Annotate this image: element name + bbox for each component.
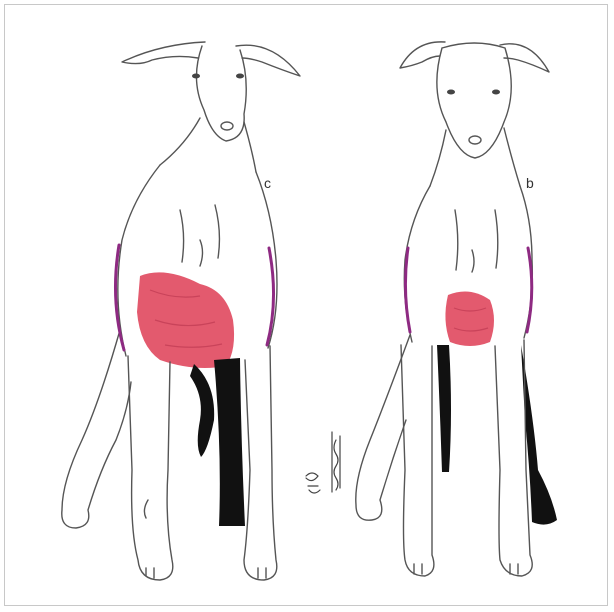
dog-b-tail xyxy=(437,345,451,472)
dog-illustration-c: c xyxy=(62,42,300,580)
dog-b-front-leg-left xyxy=(401,345,434,576)
dog-c-hind-leg xyxy=(62,330,131,528)
dog-b-side-line-left xyxy=(405,248,410,332)
dog-c-chest-line xyxy=(180,205,219,266)
dog-c-front-leg-left xyxy=(128,356,173,580)
panel-label-b: b xyxy=(526,175,534,191)
dog-b-chest-line xyxy=(455,210,498,272)
dog-c-body-right xyxy=(256,172,277,348)
dog-c-eye-left xyxy=(192,74,200,79)
dog-b-nose xyxy=(469,136,481,144)
dog-b-front-leg-right xyxy=(495,340,532,576)
dog-c-eye-right xyxy=(236,74,244,79)
dog-b-head xyxy=(437,43,511,158)
dog-c-tail xyxy=(190,364,214,457)
dog-b-chest-patch xyxy=(445,291,494,346)
dog-b-dark-hind-leg xyxy=(521,345,557,525)
dog-b-neck-left xyxy=(430,130,446,186)
dog-b-eye-right xyxy=(492,90,500,95)
dog-c-neck-left xyxy=(160,118,200,165)
dog-illustration-b: b xyxy=(356,42,557,576)
dog-b-neck-right xyxy=(504,128,520,186)
dog-c-dark-hind-leg xyxy=(214,358,245,526)
dog-c-nose xyxy=(221,122,233,130)
dog-b-eye-left xyxy=(447,90,455,95)
dog-c-chest-patch xyxy=(137,272,234,368)
panel-label-c: c xyxy=(264,175,271,191)
dog-c-front-leg-right xyxy=(244,346,277,580)
dog-c-left-ear xyxy=(122,42,205,64)
dog-c-neck-right xyxy=(244,122,256,172)
artist-signature xyxy=(306,432,340,493)
